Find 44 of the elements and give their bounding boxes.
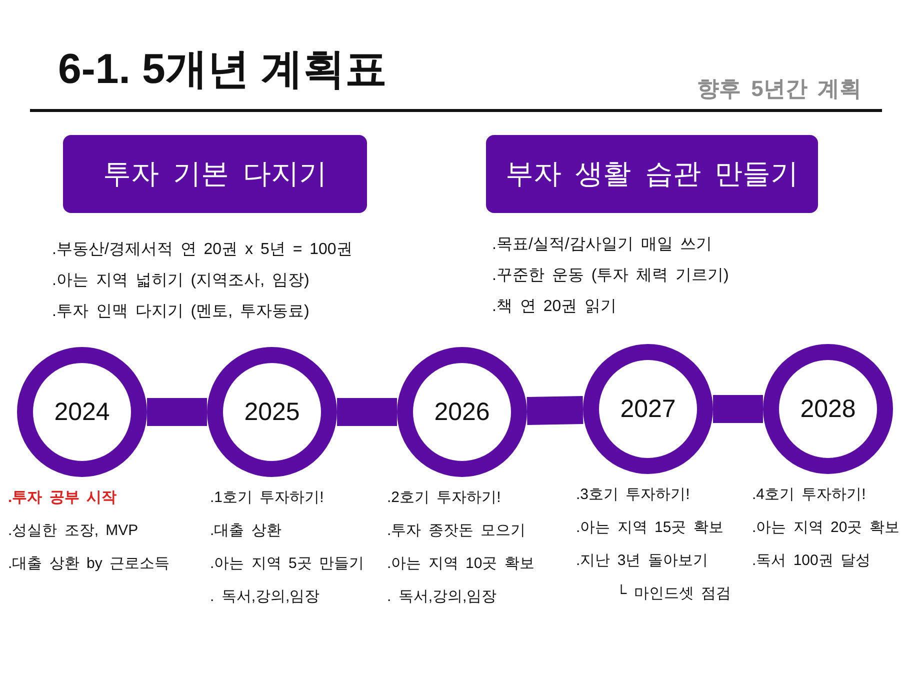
- note-text: .아는 지역 5곳 만들기: [210, 554, 364, 574]
- note-text: .투자 공부 시작: [8, 488, 117, 508]
- connector-bar: [526, 396, 584, 425]
- banner-title: 부자 생활 습관 만들기: [505, 157, 799, 191]
- note-text: .대출 상환: [210, 521, 282, 541]
- note-text: .아는 지역 15곳 확보: [576, 518, 724, 538]
- note-text: .투자 종잣돈 모으기: [387, 521, 526, 541]
- note-text: .성실한 조장, MVP: [8, 521, 138, 541]
- subtitle: 향후 5년간 계획: [697, 75, 862, 103]
- note-text: .꾸준한 운동 (투자 체력 기르기): [492, 266, 729, 286]
- category-banner: [63, 135, 367, 213]
- year-label: 2025: [244, 397, 300, 427]
- year-circle: [207, 347, 337, 477]
- banner-title: 투자 기본 다지기: [103, 157, 327, 191]
- note-text: .대출 상환 by 근로소득: [8, 554, 170, 574]
- note-text: .투자 인맥 다지기 (멘토, 투자동료): [52, 302, 310, 322]
- note-text: .아는 지역 넓히기 (지역조사, 임장): [52, 271, 310, 291]
- year-label: 2028: [800, 394, 856, 424]
- year-circle: [763, 344, 893, 474]
- connector-bar: [147, 398, 207, 426]
- note-text: .지난 3년 돌아보기: [576, 551, 708, 571]
- note-text: .1호기 투자하기!: [210, 488, 324, 508]
- year-label: 2024: [54, 397, 110, 427]
- note-text: .아는 지역 20곳 확보: [752, 518, 900, 538]
- note-text: .책 연 20권 읽기: [492, 297, 617, 317]
- year-label: 2026: [434, 397, 490, 427]
- note-text: .목표/실적/감사일기 매일 쓰기: [492, 235, 712, 255]
- note-text: └ 마인드셋 점검: [615, 583, 731, 604]
- note-text: .2호기 투자하기!: [387, 488, 501, 508]
- connector-bar: [337, 398, 397, 426]
- title: 6-1. 5개년 계획표: [58, 44, 388, 94]
- note-text: .3호기 투자하기!: [576, 485, 690, 505]
- note-text: .부동산/경제서적 연 20권 x 5년 = 100권: [52, 240, 352, 260]
- note-text: .4호기 투자하기!: [752, 485, 866, 505]
- connector-bar: [713, 395, 763, 423]
- note-text: . 독서,강의,임장: [387, 587, 497, 607]
- year-circle: [17, 347, 147, 477]
- year-circle: [397, 347, 527, 477]
- category-banner: [486, 135, 818, 213]
- note-text: . 독서,강의,임장: [210, 587, 320, 607]
- year-label: 2027: [620, 394, 676, 424]
- year-circle: [583, 344, 713, 474]
- note-text: .아는 지역 10곳 확보: [387, 554, 534, 574]
- note-text: .독서 100권 달성: [752, 551, 871, 571]
